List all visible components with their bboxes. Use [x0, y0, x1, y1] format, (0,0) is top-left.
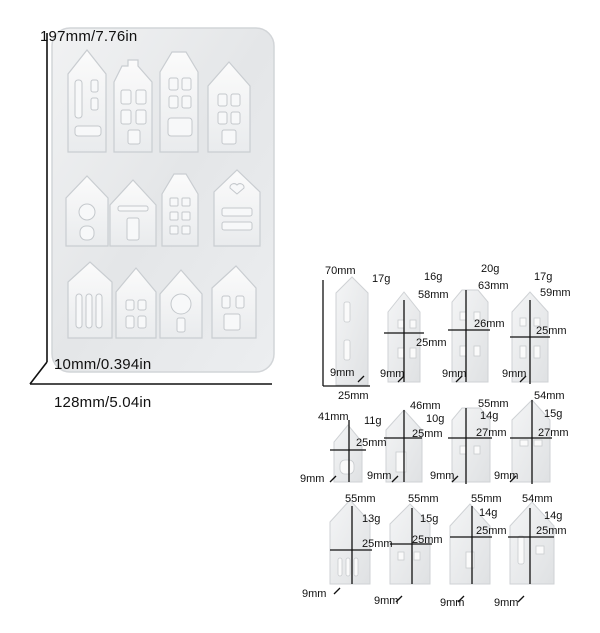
- piece-r3c1-width: 25mm: [362, 538, 393, 550]
- mold-cavity-details: [74, 77, 253, 333]
- piece-r3c4-weight: 14g: [544, 510, 563, 522]
- piece-r2c2-weight: 10g: [426, 413, 445, 425]
- piece-r3c2-width: 25mm: [412, 534, 443, 546]
- piece-r3c1-weight: 13g: [362, 513, 381, 525]
- piece-r3c3-weight: 14g: [479, 507, 498, 519]
- piece-r3c4-height: 54mm: [522, 493, 553, 505]
- mold-height-label: 197mm/7.76in: [40, 28, 138, 45]
- mold-width-label: 128mm/5.04in: [54, 394, 152, 411]
- piece-r2c1-weight: 11g: [364, 415, 382, 427]
- piece-r2c2-height: 46mm: [410, 400, 441, 412]
- piece-r2c4-width: 27mm: [538, 427, 569, 439]
- piece-r1c4-depth: 9mm: [502, 368, 527, 380]
- piece-r2c3-weight: 14g: [480, 410, 499, 422]
- mold-dimension-lines: [29, 33, 272, 385]
- piece-r3c2-weight: 15g: [420, 513, 439, 525]
- piece-r1c2-depth: 9mm: [380, 368, 405, 380]
- piece-r3c4-depth: 9mm: [494, 597, 519, 609]
- piece-r3c4-width: 25mm: [536, 525, 567, 537]
- piece-r1c4-width: 25mm: [536, 325, 567, 337]
- piece-r1c4-weight: 17g: [534, 271, 553, 283]
- piece-r1c2-weight: 16g: [424, 271, 443, 283]
- piece-r2c4-depth: 9mm: [494, 470, 519, 482]
- piece-r2c2-depth: 9mm: [367, 470, 392, 482]
- piece-dimension-lines: [322, 280, 554, 603]
- piece-r1c3-width: 26mm: [474, 318, 505, 330]
- piece-r1c3-weight: 20g: [481, 263, 500, 275]
- piece-r3c2-depth: 9mm: [374, 595, 399, 607]
- piece-r2c1-width: 25mm: [356, 437, 387, 449]
- piece-r2c4-weight: 15g: [544, 408, 563, 420]
- piece-r3c3-width: 25mm: [476, 525, 507, 537]
- piece-r1c1-width: 25mm: [338, 390, 369, 402]
- mold-depth-label: 10mm/0.394in: [54, 356, 152, 373]
- piece-r1c2-width: 25mm: [416, 337, 447, 349]
- piece-r1c4-height: 59mm: [540, 287, 571, 299]
- pieces-illustration: [329, 276, 555, 585]
- piece-r3c1-depth: 9mm: [302, 588, 327, 600]
- piece-r2c1-depth: 9mm: [300, 473, 325, 485]
- piece-r1c2-height: 58mm: [418, 289, 449, 301]
- piece-window-details: [337, 301, 545, 577]
- piece-r2c4-height: 54mm: [534, 390, 565, 402]
- piece-r1c1-weight: 17g: [372, 273, 391, 285]
- piece-r1c1-height: 70mm: [325, 265, 356, 277]
- piece-r2c3-depth: 9mm: [430, 470, 455, 482]
- piece-r1c3-depth: 9mm: [442, 368, 467, 380]
- piece-r3c2-height: 55mm: [408, 493, 439, 505]
- piece-r2c3-width: 27mm: [476, 427, 507, 439]
- piece-r2c2-width: 25mm: [412, 428, 443, 440]
- piece-r1c3-height: 63mm: [478, 280, 509, 292]
- piece-r2c1-height: 41mm: [318, 411, 349, 423]
- piece-r2c3-height: 55mm: [478, 398, 509, 410]
- piece-r3c3-depth: 9mm: [440, 597, 465, 609]
- piece-r3c3-height: 55mm: [471, 493, 502, 505]
- mold-cavities: [65, 49, 261, 339]
- piece-r1c1-depth: 9mm: [330, 367, 355, 379]
- piece-r3c1-height: 55mm: [345, 493, 376, 505]
